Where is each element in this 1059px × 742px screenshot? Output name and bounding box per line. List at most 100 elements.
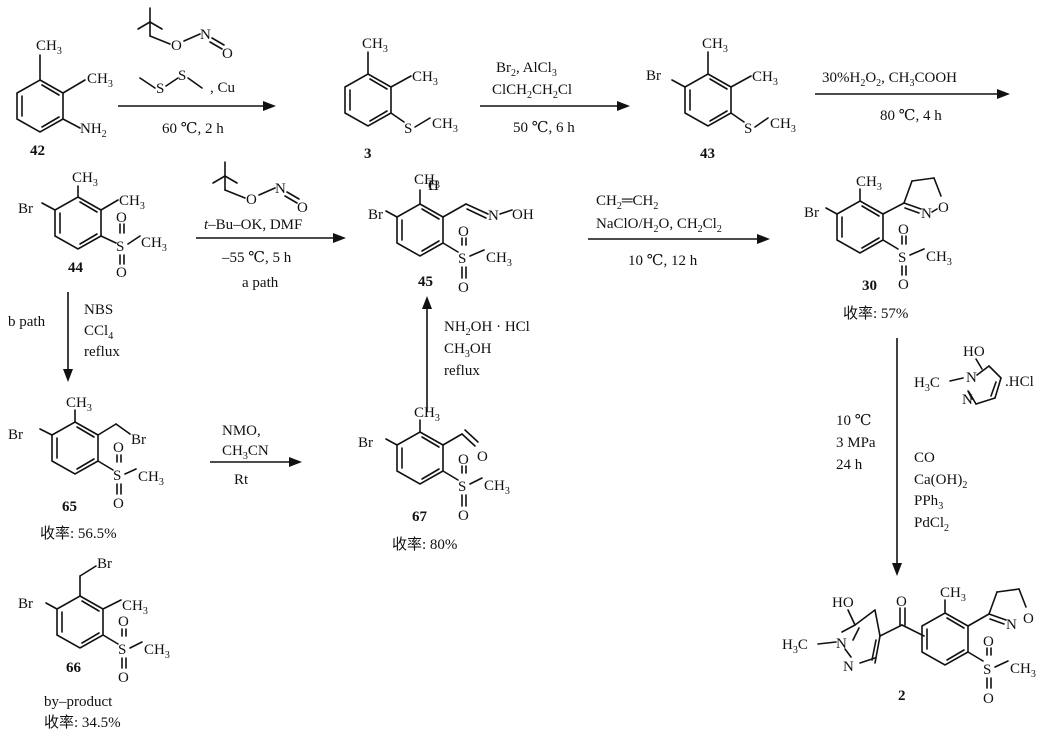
- compound-3: CH3 CH3 S CH3 3: [344, 36, 458, 162]
- step-5: CH2═CH2 NaClO/H2O, CH2Cl2 10 ℃, 12 h: [588, 193, 770, 269]
- svg-text:O: O: [171, 38, 182, 54]
- svg-text:NaClO/H2O, CH2Cl2: NaClO/H2O, CH2Cl2: [596, 216, 722, 235]
- svg-text:O: O: [222, 46, 233, 62]
- svg-text:NBS: NBS: [84, 302, 113, 318]
- svg-text:S: S: [113, 468, 121, 484]
- svg-text:44: 44: [68, 260, 84, 276]
- svg-text:CH: CH: [428, 178, 439, 194]
- svg-text:OH: OH: [512, 207, 534, 223]
- svg-text:43: 43: [700, 146, 715, 162]
- svg-text:O: O: [458, 224, 469, 240]
- svg-text:Br: Br: [358, 435, 373, 451]
- svg-text:CH3: CH3: [414, 405, 440, 424]
- svg-text:Rt: Rt: [234, 472, 249, 488]
- svg-text:O: O: [116, 265, 127, 281]
- svg-text:a path: a path: [242, 275, 279, 291]
- svg-text:CH3: CH3: [72, 170, 98, 189]
- svg-text:Br: Br: [8, 427, 23, 443]
- svg-text:N: N: [921, 206, 932, 222]
- svg-text:10 ℃: 10 ℃: [836, 413, 872, 429]
- svg-text:O: O: [1023, 611, 1034, 627]
- svg-text:CH3: CH3: [926, 249, 952, 268]
- svg-text:30: 30: [862, 278, 877, 294]
- step-1: O N O S S , Cu 60 ℃, 2 h: [118, 7, 276, 137]
- svg-text:CH3: CH3: [856, 174, 882, 193]
- svg-text:CH3: CH3: [87, 71, 113, 90]
- svg-text:CH3: CH3: [702, 36, 728, 55]
- svg-text:S: S: [744, 121, 752, 137]
- step-8: NH2OH · HCl CH3OH reflux: [422, 296, 530, 412]
- compound-67: Br CH3 O S O O CH3 67 收率: 80%: [358, 405, 510, 553]
- svg-text:O: O: [113, 496, 124, 512]
- svg-text:O: O: [477, 449, 488, 465]
- svg-text:80 ℃, 4 h: 80 ℃, 4 h: [880, 108, 942, 124]
- svg-text:S: S: [156, 81, 164, 97]
- svg-text:CH3: CH3: [770, 116, 796, 135]
- svg-text:S: S: [458, 251, 466, 267]
- compound-44: Br CH3 CH3 S O O CH3 44: [18, 170, 167, 281]
- svg-text:CH3: CH3: [138, 469, 164, 488]
- svg-text:CH3: CH3: [752, 69, 778, 88]
- svg-text:CH3: CH3: [432, 116, 458, 135]
- svg-text:ClCH2CH2Cl: ClCH2CH2Cl: [492, 82, 572, 101]
- svg-text:收率: 57%: 收率: 57%: [843, 305, 908, 322]
- svg-text:S: S: [404, 121, 412, 137]
- svg-text:S: S: [898, 250, 906, 266]
- svg-text:收率: 80%: 收率: 80%: [392, 536, 457, 553]
- svg-text:65: 65: [62, 499, 77, 515]
- svg-text:NH2OH · HCl: NH2OH · HCl: [444, 319, 530, 338]
- step-4-a-path: O N O t–Bu–OK, DMF –55 ℃, 5 h a path: [196, 161, 346, 291]
- svg-text:Br: Br: [97, 556, 112, 572]
- svg-text:66: 66: [66, 660, 82, 676]
- svg-text:45: 45: [418, 274, 433, 290]
- svg-text:reflux: reflux: [444, 363, 480, 379]
- svg-text:Ca(OH)2: Ca(OH)2: [914, 472, 967, 491]
- svg-text:CH3CN: CH3CN: [222, 443, 269, 462]
- svg-text:O: O: [938, 200, 949, 216]
- svg-text:PdCl2: PdCl2: [914, 515, 949, 534]
- svg-text:10 ℃, 12 h: 10 ℃, 12 h: [628, 253, 698, 269]
- svg-text:CH3: CH3: [362, 36, 388, 55]
- svg-text:NH2: NH2: [80, 121, 107, 140]
- svg-text:60 ℃, 2 h: 60 ℃, 2 h: [162, 121, 224, 137]
- svg-text:S: S: [116, 239, 124, 255]
- svg-text:CH2═CH2: CH2═CH2: [596, 193, 658, 212]
- svg-text:CO: CO: [914, 450, 935, 466]
- svg-text:CH3: CH3: [412, 69, 438, 88]
- svg-text:O: O: [458, 452, 469, 468]
- svg-text:H3C: H3C: [782, 637, 808, 656]
- svg-text:H3C: H3C: [914, 375, 940, 394]
- svg-text:O: O: [246, 192, 257, 208]
- compound-2: N N HO H3C O CH3 N O S O O: [782, 585, 1036, 707]
- svg-text:50 ℃, 6 h: 50 ℃, 6 h: [513, 120, 575, 136]
- svg-text:收率: 56.5%: 收率: 56.5%: [40, 525, 117, 542]
- svg-text:3 MPa: 3 MPa: [836, 435, 876, 451]
- svg-text:O: O: [118, 670, 129, 686]
- svg-text:CH3: CH3: [66, 395, 92, 414]
- svg-text:Br: Br: [646, 68, 661, 84]
- svg-text:by–product: by–product: [44, 694, 113, 710]
- step-3: 30%H2O2, CH3COOH 80 ℃, 4 h: [815, 70, 1010, 124]
- svg-text:Br: Br: [18, 596, 33, 612]
- svg-text:67: 67: [412, 509, 428, 525]
- svg-text:O: O: [297, 200, 308, 216]
- svg-text:, Cu: , Cu: [210, 80, 236, 96]
- compound-number: 42: [30, 143, 45, 159]
- svg-text:–55 ℃, 5 h: –55 ℃, 5 h: [221, 250, 292, 266]
- svg-text:CH3: CH3: [119, 193, 145, 212]
- svg-text:Br2, AlCl3: Br2, AlCl3: [496, 60, 557, 79]
- svg-text:HO: HO: [963, 344, 985, 360]
- compound-66: Br Br CH3 S O O CH3 66 by–product 收率: 34…: [18, 556, 170, 731]
- svg-text:Br: Br: [18, 201, 33, 217]
- svg-text:CCl4: CCl4: [84, 323, 113, 342]
- svg-text:O: O: [116, 210, 127, 226]
- svg-text:Br: Br: [368, 207, 383, 223]
- step-7: NMO, CH3CN Rt: [210, 423, 302, 488]
- svg-text:t–Bu–OK, DMF: t–Bu–OK, DMF: [204, 217, 302, 233]
- compound-43: Br CH3 CH3 S CH3 43: [646, 36, 796, 162]
- svg-text:b path: b path: [8, 314, 46, 330]
- svg-text:24 h: 24 h: [836, 457, 863, 473]
- svg-text:O: O: [458, 508, 469, 524]
- svg-text:N: N: [843, 659, 854, 675]
